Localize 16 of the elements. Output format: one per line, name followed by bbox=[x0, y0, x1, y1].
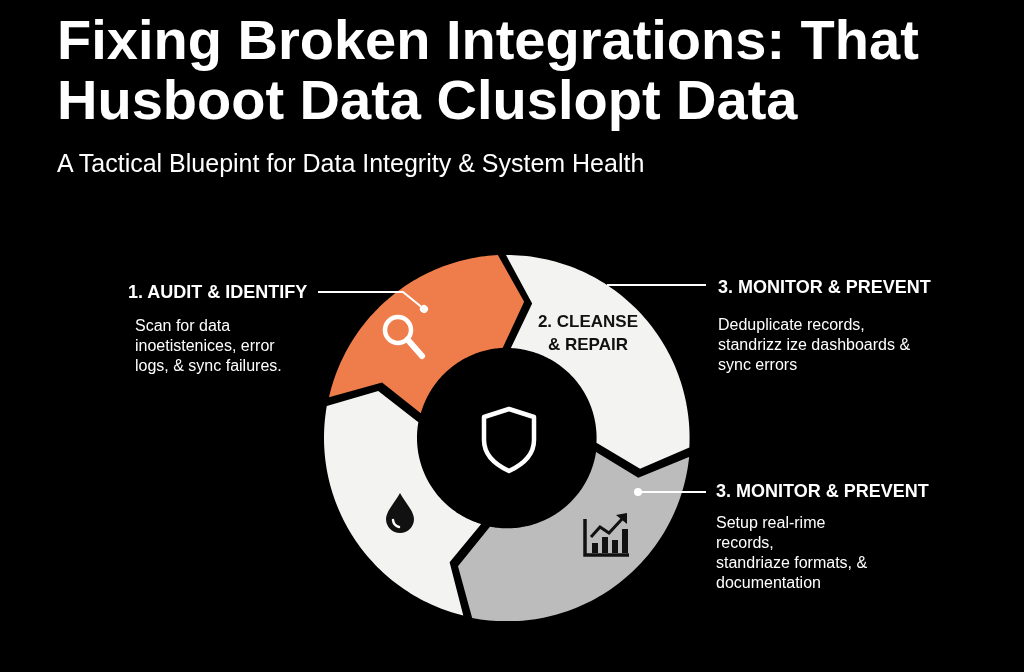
ring-segment bbox=[328, 255, 524, 414]
ring-segment bbox=[457, 451, 690, 621]
step-description: Deduplicate records, standrizz ize dashboards & sync errors bbox=[718, 315, 911, 375]
leader-line bbox=[317, 291, 428, 313]
title: Fixing Broken Integrations: That Husboot Data Cluslopt Data bbox=[57, 10, 920, 130]
step-heading: 3. MONITOR & PREVENT bbox=[716, 480, 929, 502]
subtitle: A Tactical Bluepint for Data Integrity & System Health bbox=[57, 148, 645, 178]
ring-segment bbox=[324, 391, 482, 616]
step-description: Scan for data inoetistenices, error logs, & sync failures. bbox=[135, 316, 282, 376]
leader-line bbox=[606, 284, 707, 286]
step-label: 2. CLEANSE & REPAIR bbox=[537, 311, 639, 356]
step-heading: 1. AUDIT & IDENTIFY bbox=[128, 281, 308, 303]
step-description: Setup real-rime records, standriaze formats, & documentation bbox=[716, 513, 868, 593]
ring-segment bbox=[506, 255, 690, 469]
leader-line bbox=[634, 488, 707, 496]
step-heading: 3. MONITOR & PREVENT bbox=[718, 276, 931, 298]
